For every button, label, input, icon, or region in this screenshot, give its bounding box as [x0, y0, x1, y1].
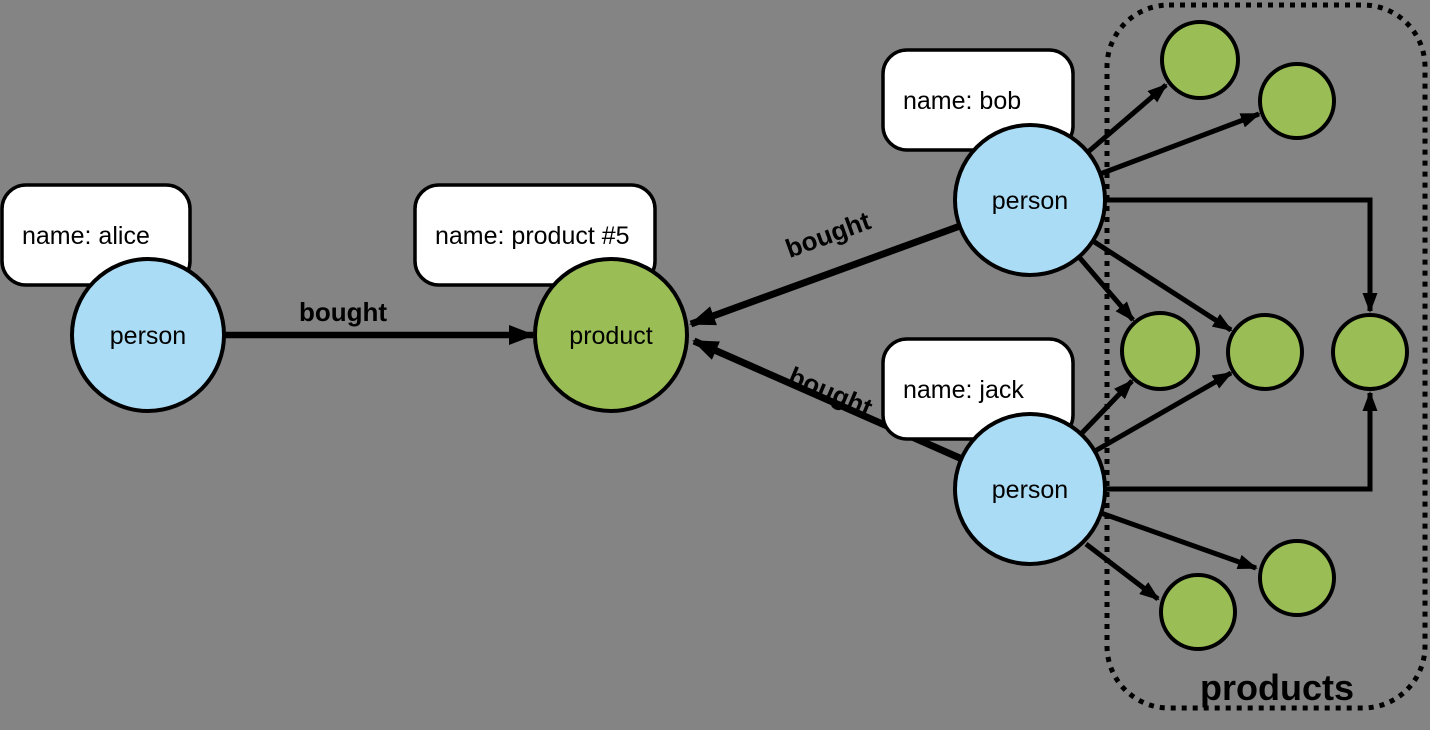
jack-node — [953, 412, 1107, 566]
products-group-layer: products — [1104, 2, 1428, 711]
product-c-node — [1120, 311, 1200, 391]
alice-properties-text: name: alice — [22, 222, 150, 250]
products-group-label: products — [1200, 667, 1354, 708]
product-e-node — [1331, 313, 1409, 391]
jack-product-f-edge — [1084, 542, 1160, 601]
jack-product-c-edge — [1079, 379, 1134, 436]
product-5-node-label: product — [569, 322, 652, 350]
jack-properties-text: name: jack — [903, 376, 1024, 404]
product-5-node — [533, 257, 689, 413]
alice-bought-product-edge-label: bought — [299, 297, 387, 327]
nodes-layer: person product person person — [70, 20, 1409, 651]
jack-product-d-edge — [1093, 370, 1233, 454]
product-d-node — [1226, 313, 1304, 391]
alice-node-label: person — [110, 322, 186, 350]
bob-product-c-edge — [1077, 255, 1135, 322]
bob-product-b-edge — [1099, 111, 1261, 177]
bob-product-e-edge — [1105, 197, 1378, 313]
product5-properties-text: name: product #5 — [435, 222, 630, 250]
product-f-node — [1159, 573, 1237, 651]
bob-bought-product-edge — [689, 222, 962, 328]
bob-product-a-edge — [1086, 83, 1168, 154]
bob-node-label: person — [992, 187, 1068, 215]
jack-product-g-edge — [1100, 510, 1258, 571]
product-g-node — [1258, 539, 1336, 617]
alice-node — [70, 257, 226, 413]
jack-node-label: person — [992, 476, 1068, 504]
bob-properties-text: name: bob — [903, 87, 1021, 115]
product-b-node — [1258, 62, 1336, 140]
jack-product-e-edge — [1105, 391, 1378, 492]
product-a-node — [1160, 20, 1240, 100]
bob-node — [953, 123, 1107, 277]
bob-product-d-edge — [1091, 238, 1233, 333]
